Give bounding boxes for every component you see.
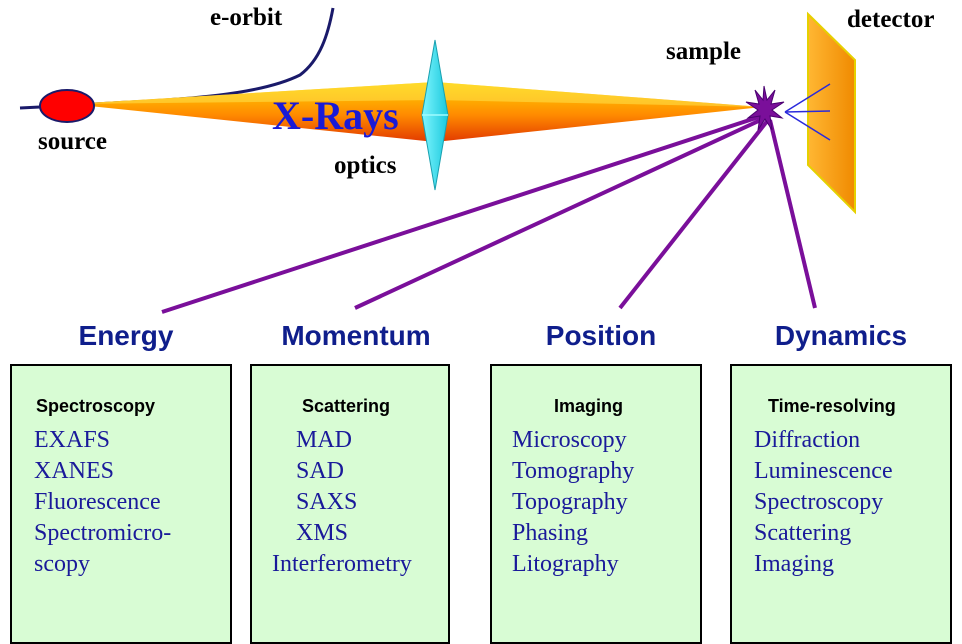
category-title-momentum: Momentum bbox=[281, 320, 431, 351]
category-box-position: Imaging Microscopy Tomography Topography… bbox=[490, 364, 702, 644]
category-box-momentum: Scattering MAD SAD SAXS XMS Interferomet… bbox=[250, 364, 450, 644]
box-heading: Spectroscopy bbox=[36, 396, 156, 416]
optics-label: optics bbox=[334, 152, 397, 179]
category-box-energy: Spectroscopy EXAFS XANES Fluorescence Sp… bbox=[10, 364, 232, 644]
list-item: Luminescence bbox=[754, 458, 893, 484]
diffraction-ray bbox=[784, 111, 831, 141]
category-title-dynamics: Dynamics bbox=[774, 320, 908, 351]
sample-label: sample bbox=[666, 38, 741, 65]
box-heading: Imaging bbox=[554, 396, 624, 416]
technique-list: MAD SAD SAXS XMS Interferometry bbox=[252, 425, 448, 580]
list-item: SAD bbox=[296, 458, 345, 484]
xray-beam-highlight bbox=[70, 82, 762, 107]
xrays-label: X-Rays bbox=[272, 93, 399, 138]
diagram-canvas bbox=[19, 7, 856, 314]
detector-plate bbox=[807, 11, 856, 215]
technique-list: Microscopy Tomography Topography Phasing… bbox=[492, 425, 700, 580]
scatter-line-energy bbox=[161, 113, 766, 314]
list-item: Phasing bbox=[512, 520, 589, 546]
list-item: Scattering bbox=[754, 520, 852, 546]
detector-label: detector bbox=[847, 6, 935, 33]
list-item: scopy bbox=[34, 551, 90, 577]
list-item: XMS bbox=[296, 520, 349, 546]
technique-list: Diffraction Luminescence Spectroscopy Sc… bbox=[732, 425, 950, 580]
sample-starburst bbox=[745, 85, 785, 131]
list-item: Interferometry bbox=[272, 551, 412, 577]
list-item: XANES bbox=[34, 458, 115, 484]
e-orbit-label: e-orbit bbox=[210, 4, 283, 31]
category-box-dynamics: Time-resolving Diffraction Luminescence … bbox=[730, 364, 952, 644]
source-ellipse bbox=[39, 89, 95, 123]
list-item: Spectroscopy bbox=[754, 489, 884, 515]
list-item: Litography bbox=[512, 551, 619, 577]
box-heading: Scattering bbox=[302, 396, 391, 416]
source-label: source bbox=[38, 128, 107, 155]
scatter-line-momentum bbox=[354, 116, 766, 310]
technique-list: EXAFS XANES Fluorescence Spectromicro- s… bbox=[12, 425, 230, 580]
list-item: Microscopy bbox=[512, 427, 627, 453]
diffraction-ray bbox=[784, 83, 831, 113]
list-item: Fluorescence bbox=[34, 489, 161, 515]
scatter-line-dynamics bbox=[768, 119, 817, 309]
diffraction-ray bbox=[784, 110, 831, 113]
list-item: SAXS bbox=[296, 489, 358, 515]
box-heading: Time-resolving bbox=[768, 396, 896, 416]
list-item: Topography bbox=[512, 489, 628, 515]
list-item: MAD bbox=[296, 427, 353, 453]
category-title-position: Position bbox=[545, 320, 657, 351]
list-item: Diffraction bbox=[754, 427, 861, 453]
list-item: Tomography bbox=[512, 458, 635, 484]
list-item: EXAFS bbox=[34, 427, 111, 453]
scatter-line-position bbox=[618, 118, 770, 310]
list-item: Imaging bbox=[754, 551, 834, 577]
list-item: Spectromicro- bbox=[34, 520, 172, 546]
category-title-energy: Energy bbox=[78, 320, 174, 351]
